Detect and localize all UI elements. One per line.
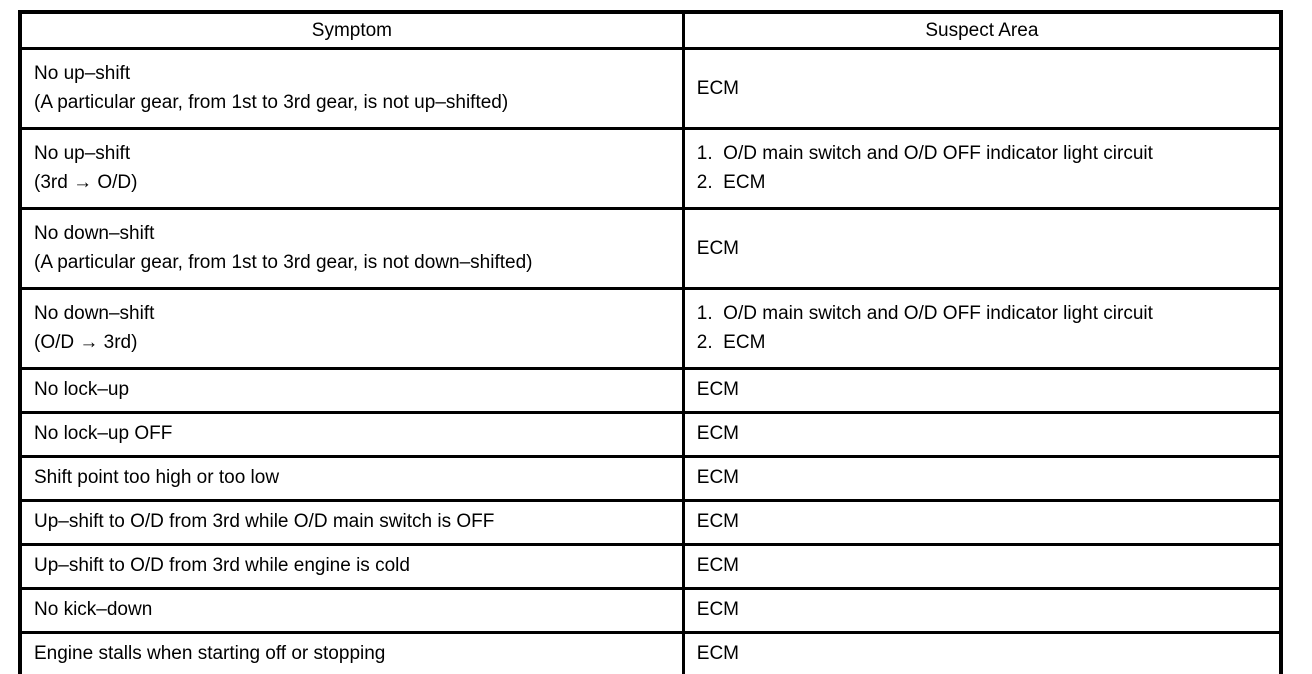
suspect-area-cell: ECM	[681, 367, 1283, 414]
cell-text-line: ECM	[696, 511, 740, 532]
cell-text-line: Shift point too high or too low	[34, 467, 280, 488]
cell-text-line: No down–shift	[34, 303, 155, 324]
cell-text-line: No up–shift	[34, 63, 131, 84]
table-row: Shift point too high or too low ECM	[18, 455, 1283, 502]
symptom-suspect-table: Symptom Suspect Area No up–shift (A parti…	[18, 10, 1283, 674]
suspect-area-cell: ECM	[681, 455, 1283, 502]
cell-text-line: ECM	[696, 599, 740, 620]
cell-text-line: 2. ECM	[696, 332, 766, 353]
cell-text-line: ECM	[696, 423, 740, 444]
cell-text-line: ECM	[696, 467, 740, 488]
table-row: Up–shift to O/D from 3rd while O/D main …	[18, 499, 1283, 546]
cell-text-line: ECM	[696, 379, 740, 400]
cell-text-line: 2. ECM	[696, 172, 766, 193]
suspect-area-cell: ECM	[681, 411, 1283, 458]
cell-text-line: No down–shift	[34, 223, 155, 244]
cell-text-line: 1. O/D main switch and O/D OFF indicator…	[696, 143, 1153, 164]
cell-text-line: No up–shift	[34, 143, 131, 164]
cell-text-line: 1. O/D main switch and O/D OFF indicator…	[696, 303, 1153, 324]
cell-text-line: (A particular gear, from 1st to 3rd gear…	[34, 252, 533, 273]
symptom-cell: No lock–up OFF	[18, 411, 685, 458]
symptom-cell: No up–shift (3rd → O/D)	[18, 127, 685, 210]
symptom-cell: Up–shift to O/D from 3rd while engine is…	[18, 543, 685, 590]
table-row: No down–shift (A particular gear, from 1s…	[18, 207, 1283, 290]
table-row: Up–shift to O/D from 3rd while engine is…	[18, 543, 1283, 590]
cell-text-line: (A particular gear, from 1st to 3rd gear…	[34, 92, 509, 113]
cell-text-line: No kick–down	[34, 599, 153, 620]
cell-text-line: ECM	[696, 643, 740, 664]
cell-text-line: Engine stalls when starting off or stopp…	[34, 643, 386, 664]
symptom-cell: No lock–up	[18, 367, 685, 414]
table-row: No down–shift (O/D → 3rd) 1. O/D main swi…	[18, 287, 1283, 370]
symptom-cell: No up–shift (A particular gear, from 1st …	[18, 47, 685, 130]
cell-text-line: (3rd → O/D)	[34, 172, 138, 193]
cell-text-line: ECM	[696, 77, 740, 99]
table-header-row: Symptom Suspect Area	[18, 10, 1283, 50]
column-header-suspect-area: Suspect Area	[681, 10, 1283, 50]
suspect-area-cell: ECM	[681, 587, 1283, 634]
suspect-area-cell: ECM	[681, 631, 1283, 674]
cell-text-line: ECM	[696, 555, 740, 576]
suspect-area-cell: 1. O/D main switch and O/D OFF indicator…	[681, 287, 1283, 370]
table-row: No up–shift (A particular gear, from 1st …	[18, 47, 1283, 130]
suspect-area-cell: ECM	[681, 47, 1283, 130]
cell-text-line: ECM	[696, 237, 740, 259]
table-row: No lock–up ECM	[18, 367, 1283, 414]
cell-text-line: No lock–up OFF	[34, 423, 173, 444]
symptom-cell: No down–shift (A particular gear, from 1s…	[18, 207, 685, 290]
table-row: No kick–down ECM	[18, 587, 1283, 634]
table-body: No up–shift (A particular gear, from 1st …	[18, 47, 1283, 674]
cell-text-line: Up–shift to O/D from 3rd while engine is…	[34, 555, 410, 576]
symptom-cell: Shift point too high or too low	[18, 455, 685, 502]
symptom-cell: No kick–down	[18, 587, 685, 634]
symptom-cell: Engine stalls when starting off or stopp…	[18, 631, 685, 674]
suspect-area-cell: ECM	[681, 499, 1283, 546]
table-row: No lock–up OFF ECM	[18, 411, 1283, 458]
symptom-cell: No down–shift (O/D → 3rd)	[18, 287, 685, 370]
table-row: Engine stalls when starting off or stopp…	[18, 631, 1283, 674]
table-row: No up–shift (3rd → O/D) 1. O/D main switc…	[18, 127, 1283, 210]
suspect-area-cell: 1. O/D main switch and O/D OFF indicator…	[681, 127, 1283, 210]
suspect-area-cell: ECM	[681, 543, 1283, 590]
suspect-area-cell: ECM	[681, 207, 1283, 290]
symptom-cell: Up–shift to O/D from 3rd while O/D main …	[18, 499, 685, 546]
column-header-symptom: Symptom	[18, 10, 685, 50]
cell-text-line: (O/D → 3rd)	[34, 332, 138, 353]
cell-text-line: Up–shift to O/D from 3rd while O/D main …	[34, 511, 495, 532]
cell-text-line: No lock–up	[34, 379, 130, 400]
